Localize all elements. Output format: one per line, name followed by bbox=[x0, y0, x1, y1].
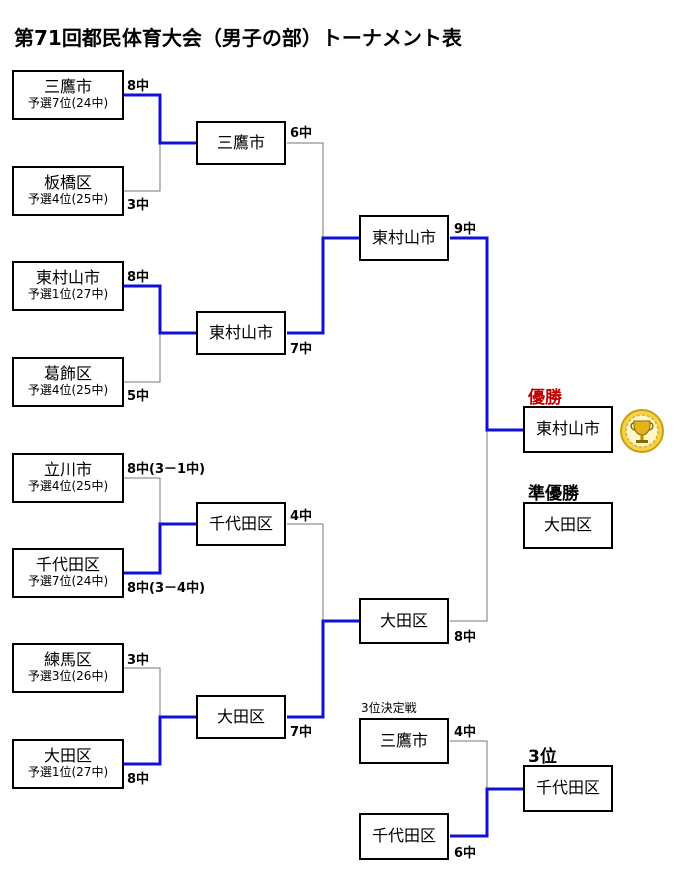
team-name: 東村山市 bbox=[371, 227, 436, 247]
qf-score-chiyoda: 4中 bbox=[290, 509, 313, 524]
team-seed: 予選4位(25中) bbox=[27, 383, 109, 398]
connector-tachikawa bbox=[124, 477, 161, 524]
team-name: 三鷹市 bbox=[43, 77, 92, 96]
team-name: 千代田区 bbox=[208, 513, 273, 533]
connector-itabashi bbox=[124, 143, 161, 192]
score-katsushika: 5中 bbox=[127, 389, 150, 404]
score-itabashi: 3中 bbox=[127, 198, 150, 213]
team-seed: 予選1位(27中) bbox=[27, 765, 109, 780]
score-chiyoda: 8中(3－4中) bbox=[127, 581, 206, 596]
team-seed: 予選1位(27中) bbox=[27, 287, 109, 302]
path-higashimurayama-r1 bbox=[124, 284, 196, 335]
connector-mitaka-3rd bbox=[450, 740, 488, 789]
path-higashimurayama-qf bbox=[287, 236, 359, 335]
loser-connectors bbox=[124, 142, 488, 789]
third-match-score-mitaka: 4中 bbox=[454, 725, 477, 740]
team-name: 千代田区 bbox=[371, 826, 436, 846]
champion-label: 優勝 bbox=[528, 388, 562, 408]
connector-mitaka-qf bbox=[287, 142, 324, 238]
third-place-match-label: 3位決定戦 bbox=[361, 701, 417, 715]
runner-up-box: 大田区 bbox=[523, 502, 613, 549]
qf-score-higashimurayama: 7中 bbox=[290, 342, 313, 357]
connector-nerima bbox=[124, 667, 161, 717]
team-name: 東村山市 bbox=[208, 322, 273, 342]
team-box-mitaka: 三鷹市 予選7位(24中) bbox=[12, 70, 124, 120]
team-seed: 予選4位(25中) bbox=[27, 192, 109, 207]
team-box-katsushika: 葛飾区 予選4位(25中) bbox=[12, 357, 124, 407]
team-name: 千代田区 bbox=[35, 555, 100, 574]
qf-box-higashimurayama: 東村山市 bbox=[196, 311, 286, 355]
sf-score-higashimurayama: 9中 bbox=[454, 222, 477, 237]
team-name: 大田区 bbox=[543, 515, 592, 535]
team-seed: 予選7位(24中) bbox=[27, 96, 109, 111]
score-higashimurayama: 8中 bbox=[127, 270, 150, 285]
team-seed: 予選4位(25中) bbox=[27, 479, 109, 494]
score-ota: 8中 bbox=[127, 772, 150, 787]
score-tachikawa: 8中(3－1中) bbox=[127, 462, 206, 477]
path-higashimurayama-sf bbox=[450, 236, 523, 432]
sf-box-higashimurayama: 東村山市 bbox=[359, 215, 449, 261]
third-place-label: 3位 bbox=[528, 747, 557, 767]
team-seed: 予選3位(26中) bbox=[27, 669, 109, 684]
team-name: 三鷹市 bbox=[216, 132, 265, 152]
qf-score-mitaka: 6中 bbox=[290, 126, 313, 141]
team-name: 東村山市 bbox=[35, 268, 100, 287]
connector-chiyoda-qf bbox=[287, 523, 324, 621]
score-mitaka: 8中 bbox=[127, 79, 150, 94]
team-name: 立川市 bbox=[43, 460, 92, 479]
qf-score-ota: 7中 bbox=[290, 725, 313, 740]
team-name: 大田区 bbox=[216, 706, 265, 726]
team-box-nerima: 練馬区 予選3位(26中) bbox=[12, 643, 124, 693]
team-seed: 予選7位(24中) bbox=[27, 574, 109, 589]
sf-box-ota: 大田区 bbox=[359, 598, 449, 644]
runner-up-label: 準優勝 bbox=[528, 484, 579, 504]
team-box-chiyoda: 千代田区 予選7位(24中) bbox=[12, 548, 124, 598]
champion-box: 東村山市 bbox=[523, 406, 613, 453]
path-ota-qf bbox=[287, 619, 359, 719]
qf-box-ota: 大田区 bbox=[196, 695, 286, 739]
third-match-score-chiyoda: 6中 bbox=[454, 846, 477, 861]
team-name: 千代田区 bbox=[535, 778, 600, 798]
team-name: 三鷹市 bbox=[379, 730, 428, 750]
third-place-box: 千代田区 bbox=[523, 765, 613, 812]
path-mitaka bbox=[124, 93, 196, 145]
team-name: 板橋区 bbox=[43, 173, 92, 192]
qf-box-mitaka: 三鷹市 bbox=[196, 121, 286, 165]
team-name: 大田区 bbox=[379, 610, 428, 630]
page-title: 第71回都民体育大会（男子の部）トーナメント表 bbox=[14, 26, 462, 50]
path-chiyoda-r1 bbox=[124, 522, 196, 575]
third-match-box-mitaka: 三鷹市 bbox=[359, 718, 449, 764]
team-name: 練馬区 bbox=[43, 650, 92, 669]
winner-connectors bbox=[124, 93, 523, 838]
team-name: 東村山市 bbox=[535, 419, 600, 439]
team-box-ota: 大田区 予選1位(27中) bbox=[12, 739, 124, 789]
team-name: 大田区 bbox=[43, 746, 92, 765]
sf-score-ota: 8中 bbox=[454, 630, 477, 645]
team-box-higashimurayama: 東村山市 予選1位(27中) bbox=[12, 261, 124, 311]
team-box-tachikawa: 立川市 予選4位(25中) bbox=[12, 453, 124, 503]
connector-katsushika bbox=[124, 333, 161, 383]
qf-box-chiyoda: 千代田区 bbox=[196, 502, 286, 546]
trophy-icon bbox=[620, 409, 664, 453]
connector-ota-sf bbox=[450, 430, 488, 622]
team-box-itabashi: 板橋区 予選4位(25中) bbox=[12, 166, 124, 216]
score-nerima: 3中 bbox=[127, 653, 150, 668]
path-ota-r1 bbox=[124, 715, 196, 766]
third-match-box-chiyoda: 千代田区 bbox=[359, 813, 449, 860]
path-chiyoda-3rd bbox=[450, 787, 523, 838]
team-name: 葛飾区 bbox=[43, 364, 92, 383]
